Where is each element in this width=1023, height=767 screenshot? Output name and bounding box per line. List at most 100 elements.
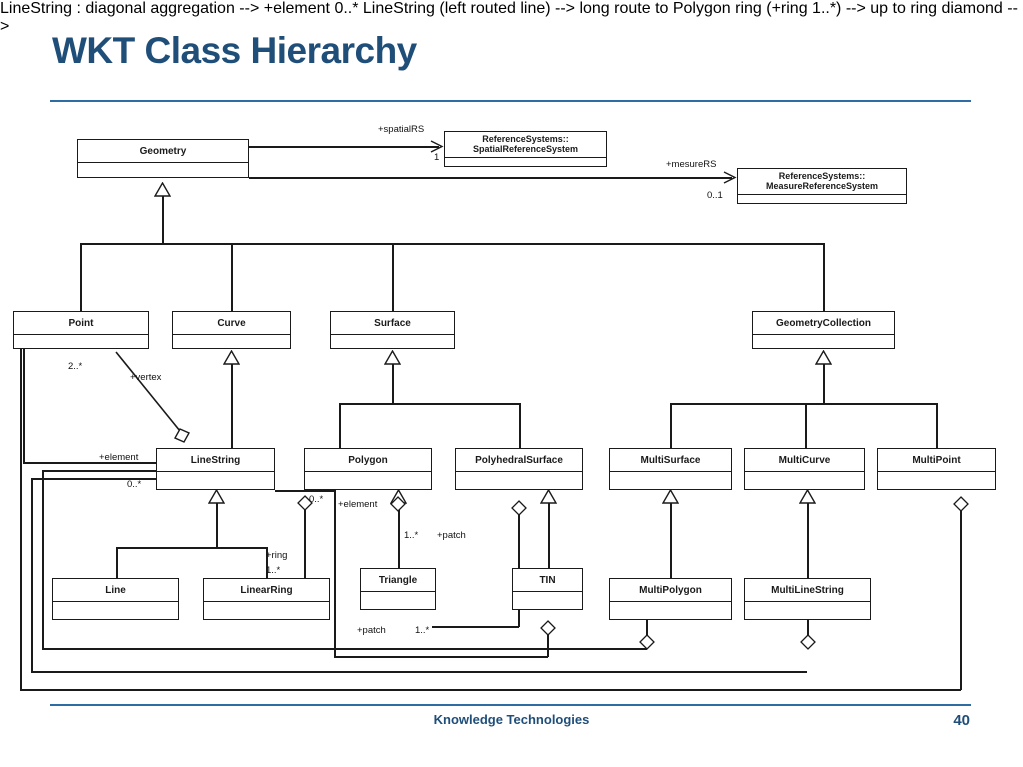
class-name-triangle: Triangle — [361, 569, 435, 592]
edge-label-spatialrs-mult: 1 — [434, 152, 440, 163]
page-number: 40 — [953, 712, 970, 729]
class-name-geometry: Geometry — [78, 140, 248, 163]
gen-polygon-triangle — [398, 503, 400, 569]
class-name-multipolygon: MultiPolygon — [610, 579, 731, 602]
aggregation-diamond-polygon-patch — [390, 496, 406, 512]
gen-surface-stem — [392, 364, 394, 404]
class-name-linestring: LineString — [157, 449, 274, 472]
gen-geomcoll-stem — [823, 364, 825, 404]
edge-label-patch-mult2: 1..* — [415, 625, 430, 636]
class-box-polygon[interactable]: Polygon — [304, 448, 432, 490]
aggregation-diamond-multilinestring — [800, 634, 816, 650]
class-box-measurereferencesystem[interactable]: ReferenceSystems:: MeasureReferenceSyste… — [737, 168, 907, 204]
edge-label-vertex-role: +vertex — [130, 372, 162, 383]
assoc-multipolygon-v — [42, 470, 44, 649]
class-name-point: Point — [14, 312, 148, 335]
class-box-linearring[interactable]: LinearRing — [203, 578, 330, 620]
class-name-polygon: Polygon — [305, 449, 431, 472]
gen-drop-point — [80, 243, 82, 312]
generalization-triangle-linestring — [208, 489, 225, 504]
class-compartment — [361, 592, 435, 601]
class-compartment — [513, 592, 582, 601]
class-compartment — [610, 472, 731, 481]
gen-drop-linearring — [266, 547, 268, 579]
assoc-multipolygon-h — [42, 648, 647, 650]
class-compartment — [14, 335, 148, 344]
gen-drop-surface — [392, 243, 394, 312]
class-box-multipoint[interactable]: MultiPoint — [877, 448, 996, 490]
assoc-multipolygon-to-linestring — [42, 470, 156, 472]
gen-curve-linestring — [231, 364, 233, 449]
edge-label-element-role-linestring: +element — [99, 452, 139, 463]
assoc-point-linestring — [110, 348, 200, 463]
gen-drop-polyhedral — [519, 403, 521, 449]
class-ns-measurereferencesystem: ReferenceSystems:: — [778, 171, 866, 181]
edge-label-patch-mult: 1..* — [404, 530, 419, 541]
class-box-geometry[interactable]: Geometry — [77, 139, 249, 178]
assoc-polyhedral-patch-h — [432, 626, 519, 628]
generalization-triangle-multisurface — [662, 489, 679, 504]
assoc-tin-h — [334, 656, 548, 658]
class-name-curve: Curve — [173, 312, 290, 335]
edge-label-patch-role2: +patch — [357, 625, 386, 636]
class-compartment — [157, 472, 274, 481]
gen-surface-bus — [339, 403, 520, 405]
aggregation-diamond-multipolygon — [639, 634, 655, 650]
class-base-measurereferencesystem: MeasureReferenceSystem — [765, 180, 879, 191]
assoc-geometry-measurers — [249, 177, 732, 179]
arrowhead-spatialrs — [430, 140, 444, 153]
class-box-multicurve[interactable]: MultiCurve — [744, 448, 865, 490]
class-compartment — [745, 602, 870, 611]
class-compartment — [753, 335, 894, 344]
gen-drop-multisurface — [670, 403, 672, 449]
edge-label-element-role-polygon: +element — [338, 499, 378, 510]
class-box-triangle[interactable]: Triangle — [360, 568, 436, 610]
gen-drop-multipoint — [936, 403, 938, 449]
assoc-tin-to-linestring-v — [334, 490, 336, 657]
class-name-spatialreferencesystem: ReferenceSystems:: SpatialReferenceSyste… — [445, 132, 606, 158]
class-name-polyhedralsurface: PolyhedralSurface — [456, 449, 582, 472]
gen-drop-multicurve — [805, 403, 807, 449]
class-box-point[interactable]: Point — [13, 311, 149, 349]
class-name-line: Line — [53, 579, 178, 602]
class-name-surface: Surface — [331, 312, 454, 335]
assoc-multipoint-h — [20, 689, 961, 691]
class-box-linestring[interactable]: LineString — [156, 448, 275, 490]
class-name-multilinestring: MultiLineString — [745, 579, 870, 602]
assoc-multipolygon-stub — [646, 620, 648, 636]
edge-label-measurers-role: +mesureRS — [666, 159, 717, 170]
page-title: WKT Class Hierarchy — [52, 30, 417, 71]
generalization-triangle-geomcollection — [815, 350, 832, 365]
class-box-line[interactable]: Line — [52, 578, 179, 620]
class-box-multipolygon[interactable]: MultiPolygon — [609, 578, 732, 620]
gen-polyhedral-tin — [548, 503, 550, 569]
class-box-curve[interactable]: Curve — [172, 311, 291, 349]
assoc-multilinestring-stub — [807, 620, 809, 636]
class-compartment — [53, 602, 178, 611]
class-box-surface[interactable]: Surface — [330, 311, 455, 349]
class-compartment — [456, 472, 582, 481]
footer-label: Knowledge Technologies — [433, 712, 590, 727]
class-box-spatialreferencesystem[interactable]: ReferenceSystems:: SpatialReferenceSyste… — [444, 131, 607, 167]
edge-label-ring-mult: 0..* — [309, 494, 324, 505]
edge-label-patch-role: +patch — [437, 530, 466, 541]
class-compartment — [305, 472, 431, 481]
class-box-geometrycollection[interactable]: GeometryCollection — [752, 311, 895, 349]
class-ns-spatialreferencesystem: ReferenceSystems:: — [482, 134, 569, 144]
class-name-multipoint: MultiPoint — [878, 449, 995, 472]
edge-label-point-mult: 2..* — [68, 361, 83, 372]
class-compartment — [204, 602, 329, 611]
class-box-multisurface[interactable]: MultiSurface — [609, 448, 732, 490]
gen-geomcoll-bus — [670, 403, 937, 405]
class-box-multilinestring[interactable]: MultiLineString — [744, 578, 871, 620]
class-name-multisurface: MultiSurface — [610, 449, 731, 472]
class-box-polyhedralsurface[interactable]: PolyhedralSurface — [455, 448, 583, 490]
class-name-geometrycollection: GeometryCollection — [753, 312, 894, 335]
gen-drop-line — [116, 547, 118, 579]
class-compartment — [610, 602, 731, 611]
edge-label-spatialrs-role: +spatialRS — [378, 124, 425, 135]
aggregation-diamond-polyhedral-patch — [511, 500, 527, 516]
class-name-tin: TIN — [513, 569, 582, 592]
class-compartment — [78, 163, 248, 172]
class-box-tin[interactable]: TIN — [512, 568, 583, 610]
